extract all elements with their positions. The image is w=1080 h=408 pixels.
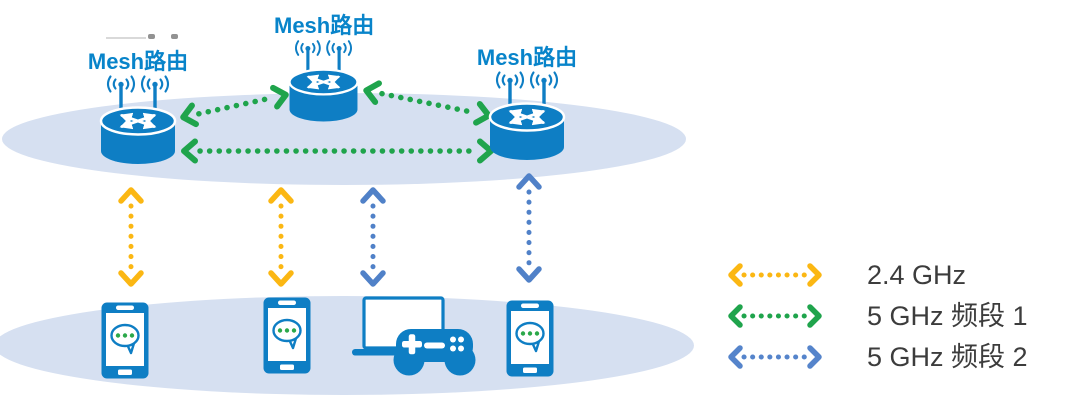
backhaul-arrow-router1-router2 (180, 84, 289, 128)
router3-label: Mesh路由 (476, 45, 578, 70)
link-arrow-5ghz2-laptop (360, 187, 386, 287)
link-arrow-5ghz2-phone3 (516, 173, 542, 283)
cropped-text-artifact (148, 34, 155, 39)
legend-row-5ghz-band2: 5 GHz 频段 2 (727, 343, 1028, 371)
legend-row-24ghz: 2.4 GHz (727, 261, 1028, 289)
router1-icon (83, 71, 193, 171)
link-arrow-24ghz-phone2 (268, 187, 294, 287)
backhaul-arrow-router1-router3 (181, 138, 494, 164)
link-arrow-24ghz-phone1 (118, 187, 144, 287)
phone3-chat-icon (506, 300, 554, 377)
legend-arrow-5ghz-band2-icon (728, 345, 822, 369)
legend: 2.4 GHz 5 GHz 频段 1 5 GHz 频段 2 (727, 261, 1028, 384)
legend-label-5ghz-band2: 5 GHz 频段 2 (867, 342, 1028, 372)
legend-label-24ghz: 2.4 GHz (867, 260, 967, 290)
legend-label-5ghz-band1: 5 GHz 频段 1 (867, 301, 1028, 331)
legend-arrow-5ghz-band1-icon (728, 304, 822, 328)
phone1-chat-icon (101, 302, 149, 379)
router1-label: Mesh路由 (87, 49, 189, 74)
cropped-text-artifact (171, 34, 178, 39)
router3-icon (472, 67, 582, 167)
backhaul-arrow-router2-router3 (363, 80, 492, 126)
legend-arrow-24ghz-icon (728, 263, 822, 287)
phone2-chat-icon (263, 297, 311, 374)
laptop-gamepad-icon (350, 296, 480, 382)
router2-label: Mesh路由 (274, 13, 375, 38)
router2-icon (273, 36, 374, 128)
legend-row-5ghz-band1: 5 GHz 频段 1 (727, 302, 1028, 330)
cropped-text-artifact (106, 37, 146, 39)
